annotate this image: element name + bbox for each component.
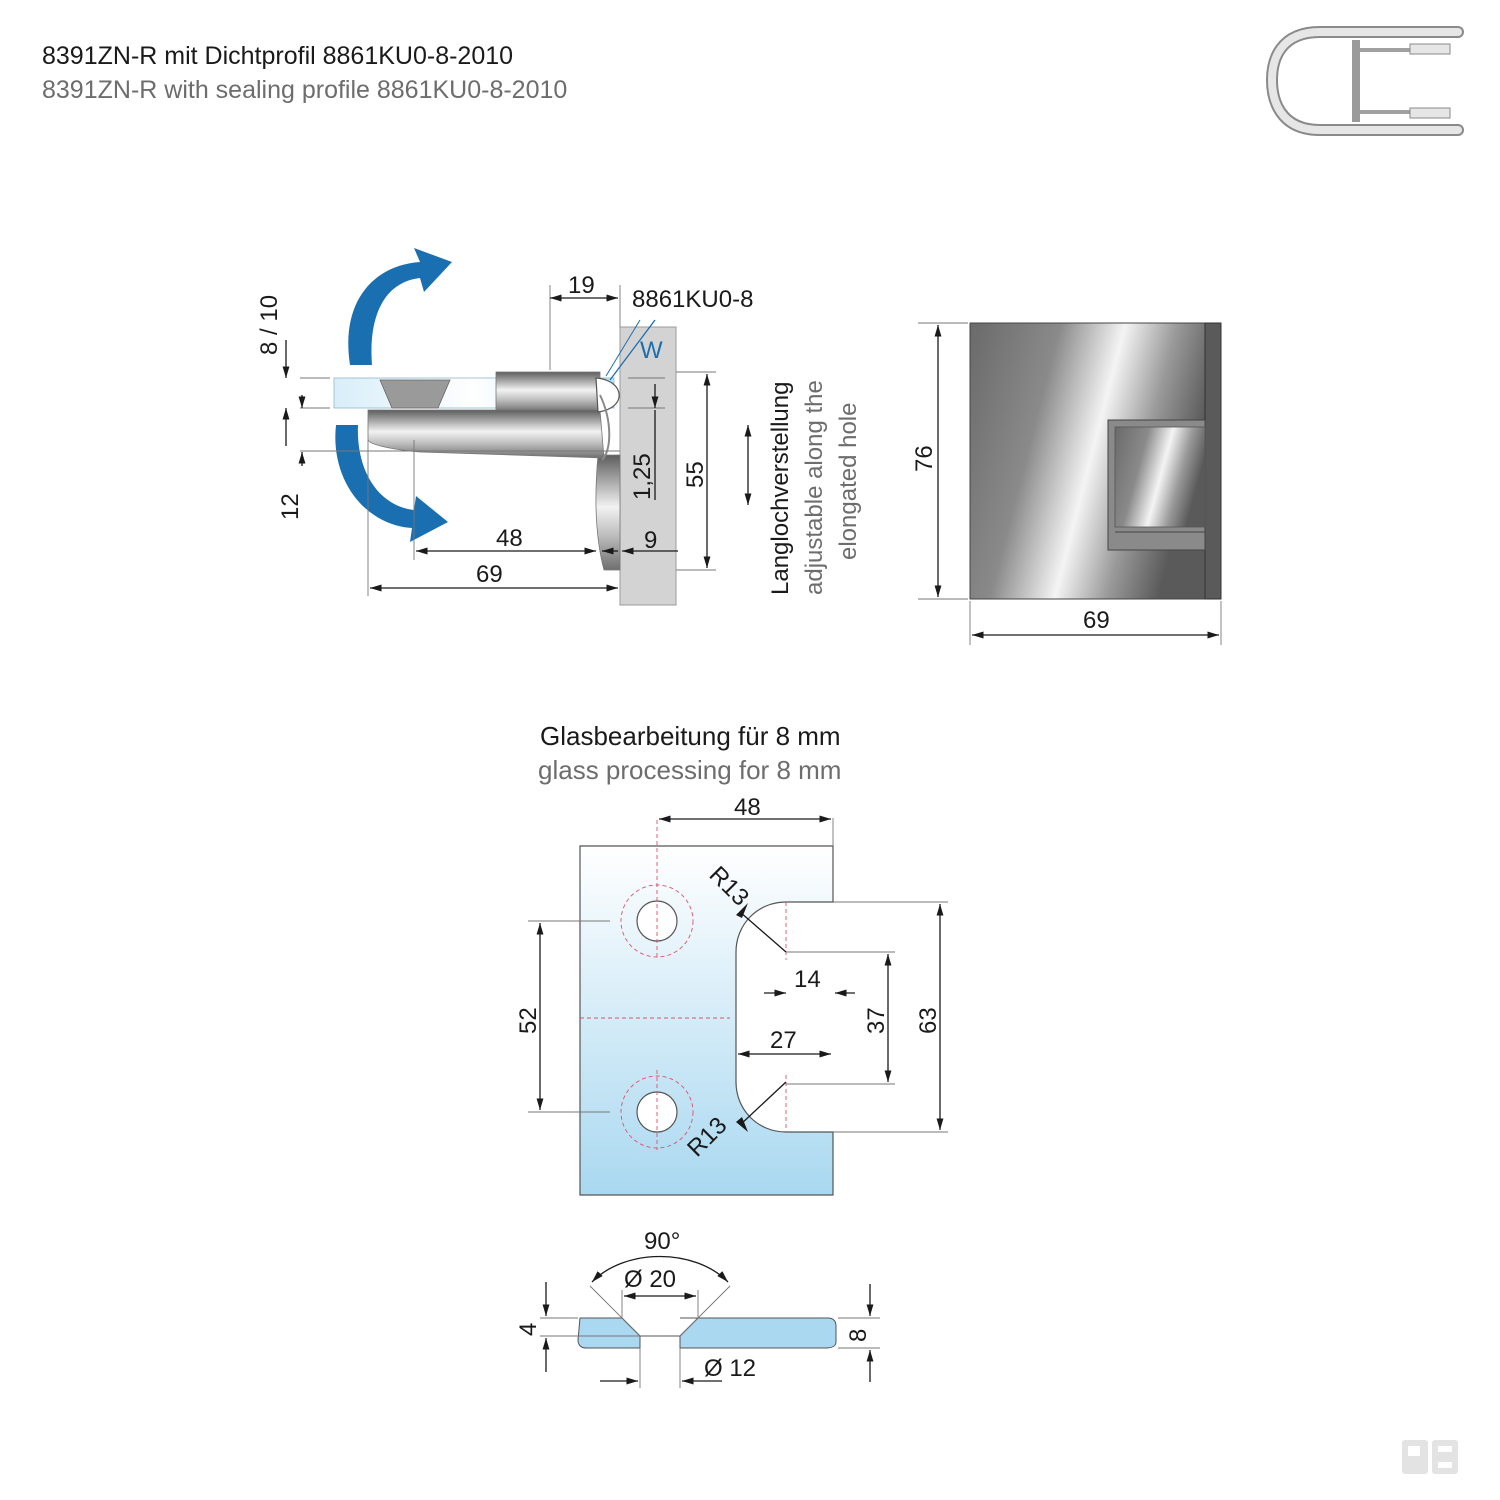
glass-dim-63: 63 [915,1007,942,1034]
front-view: 76 69 [911,322,1222,645]
adjust-note: Langlochverstellung adjustable along the… [744,380,862,595]
dim-1-25: 1,25 [629,453,656,500]
dim-69-front: 69 [1083,607,1110,634]
dim-55: 55 [682,461,709,488]
brand-logo [1402,1440,1458,1474]
dim-glass-thickness: 8 / 10 [256,295,283,355]
glass-processing: Glasbearbeitung für 8 mm glass processin… [515,721,948,1196]
dim-69-side: 69 [476,561,503,588]
angle-90: 90° [644,1228,680,1255]
glass-dim-52: 52 [515,1007,542,1034]
side-view: 8 / 10 12 19 8861KU0-8 W 1,25 55 48 9 69 [256,248,753,606]
title-german: 8391ZN-R mit Dichtprofil 8861KU0-8-2010 [42,42,514,70]
glass-dim-37: 37 [863,1007,890,1034]
glass-dim-14: 14 [794,966,821,993]
dim-19: 19 [568,272,595,299]
dia-20: Ø 20 [624,1266,676,1293]
dim-48: 48 [496,525,523,552]
glass-title-de: Glasbearbeitung für 8 mm [540,721,841,751]
dim-4: 4 [515,1323,542,1336]
title-english: 8391ZN-R with sealing profile 8861KU0-8-… [42,76,568,104]
dim-8: 8 [845,1329,872,1342]
glass-title-en: glass processing for 8 mm [538,755,841,785]
adjust-note-en-1: adjustable along the [801,380,828,595]
w-label: W [640,337,663,364]
dia-12: Ø 12 [704,1355,756,1382]
rotation-arrow-icon [335,425,448,542]
dim-9: 9 [644,527,657,554]
dim-76: 76 [911,445,938,472]
rotation-arrow-icon [348,248,452,365]
profile-label: 8861KU0-8 [632,286,753,313]
dim-12: 12 [277,493,304,520]
glass-dim-27: 27 [770,1027,797,1054]
glass-dim-48: 48 [734,794,761,821]
adjust-note-en-2: elongated hole [835,403,862,560]
adjust-note-de: Langlochverstellung [767,382,794,595]
sealing-profile-icon [1265,26,1464,136]
section-view: 90° Ø 20 Ø 12 4 8 [515,1228,880,1388]
